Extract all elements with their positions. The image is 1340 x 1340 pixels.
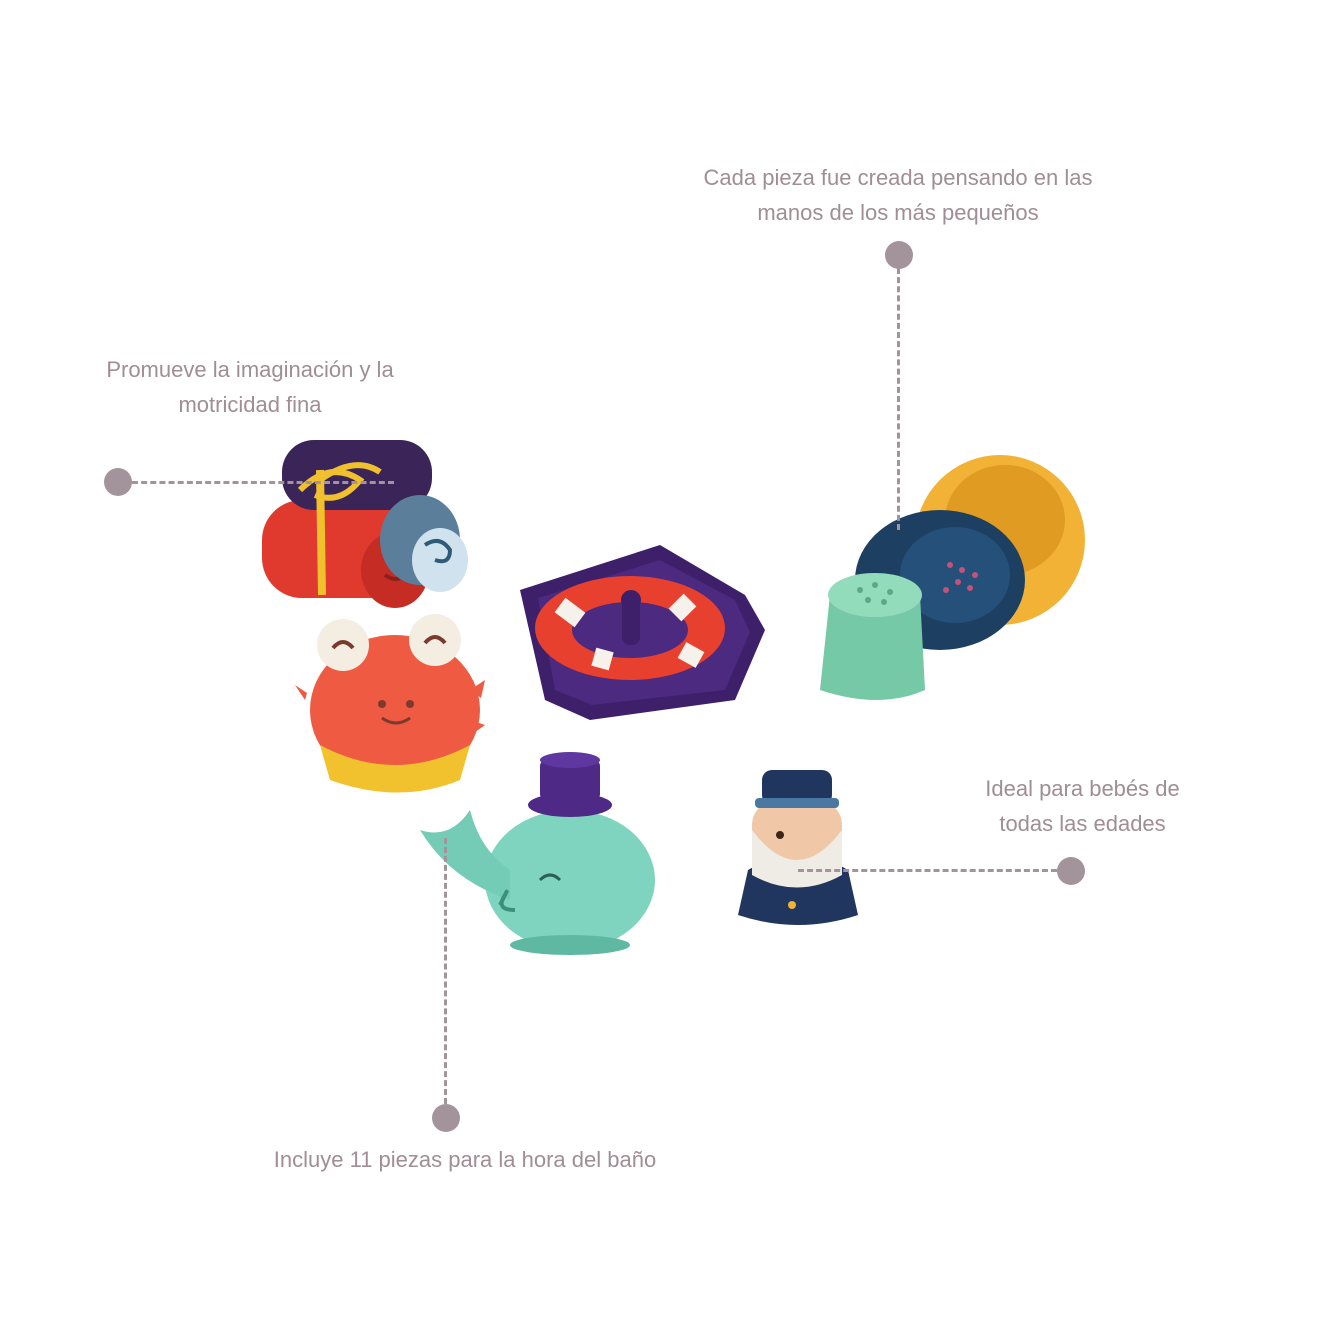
- callout-left-line1: Promueve la imaginación y la: [106, 357, 394, 382]
- callout-left-dot: [104, 468, 132, 496]
- buckets-image: [820, 455, 1085, 700]
- boat-image: [520, 545, 765, 720]
- callout-right-line2: todas las edades: [999, 811, 1166, 836]
- crab-image: [295, 614, 485, 793]
- callout-right-dot: [1057, 857, 1085, 885]
- callout-right-line1: Ideal para bebés de: [985, 776, 1180, 801]
- callout-bottom-connector: [444, 838, 447, 1104]
- callout-bottom-dot: [432, 1104, 460, 1132]
- callout-top-right-text: Cada pieza fue creada pensando en las ma…: [682, 160, 1114, 230]
- callout-left-text: Promueve la imaginación y la motricidad …: [90, 352, 410, 422]
- callout-top-right-dot: [885, 241, 913, 269]
- callout-left-line2: motricidad fina: [178, 392, 322, 417]
- callout-bottom-text: Incluye 11 piezas para la hora del baño: [255, 1142, 675, 1177]
- callout-left-connector: [132, 481, 394, 484]
- captain-image: [738, 770, 858, 925]
- callout-right-connector: [798, 869, 1057, 872]
- callout-top-right-connector: [897, 268, 900, 530]
- callout-bottom-line1: Incluye 11 piezas para la hora del baño: [273, 1147, 657, 1172]
- callout-right-text: Ideal para bebés de todas las edades: [955, 771, 1210, 841]
- callout-top-right-line2: manos de los más pequeños: [757, 200, 1039, 225]
- callout-top-right-line1: Cada pieza fue creada pensando en las: [703, 165, 1093, 190]
- towels-image: [262, 440, 468, 608]
- whale-image: [420, 752, 655, 955]
